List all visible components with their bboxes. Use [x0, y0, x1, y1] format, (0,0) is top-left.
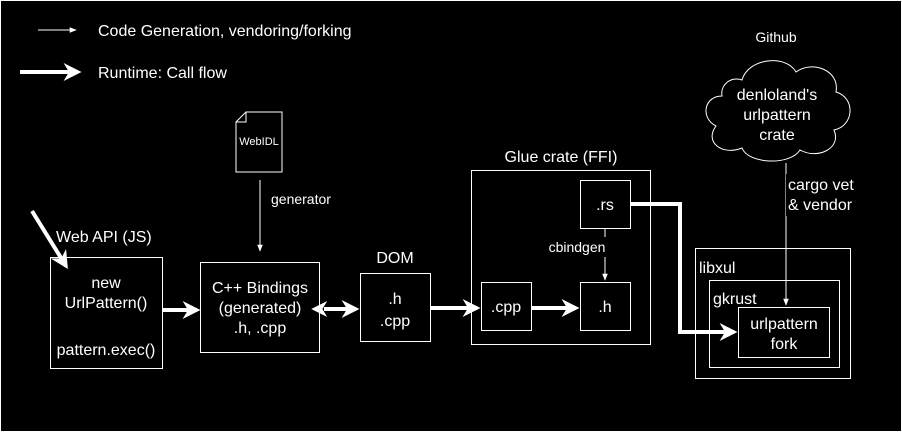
dom-box: DOM .h .cpp — [360, 250, 431, 342]
glue-rs-label: .rs — [596, 197, 614, 214]
dom-rect — [360, 273, 431, 342]
gkrust-title: gkrust — [713, 291, 757, 308]
fork-line-2: fork — [771, 336, 799, 353]
webidl-label: WebIDL — [239, 136, 279, 148]
legend-codegen-label: Code Generation, vendoring/forking — [98, 23, 352, 40]
document-fold — [236, 112, 247, 123]
dom-line-2: .cpp — [380, 313, 410, 330]
glue-cpp-label: .cpp — [491, 299, 521, 316]
web-api-box: Web API (JS) new UrlPattern() pattern.ex… — [50, 229, 163, 369]
web-api-title: Web API (JS) — [56, 229, 152, 246]
web-api-line-1: new — [91, 275, 121, 292]
dom-line-1: .h — [388, 291, 401, 308]
web-api-line-4: pattern.exec() — [57, 342, 156, 359]
glue-rect — [471, 170, 651, 345]
legend: Code Generation, vendoring/forking Runti… — [20, 23, 352, 82]
cpp-bindings-box: C++ Bindings (generated) .h, .cpp — [200, 262, 320, 353]
glue-rs-rect — [580, 180, 631, 229]
github-cloud: Github denloland's urlpattern crate — [705, 29, 851, 162]
dom-title: DOM — [376, 250, 413, 267]
glue-cpp-rect — [481, 282, 532, 331]
web-api-rect — [50, 257, 163, 369]
glue-crate-box: Glue crate (FFI) .rs .h .cpp — [471, 149, 651, 345]
gkrust-rect — [709, 280, 840, 368]
cbindgen-label: cbindgen — [549, 239, 606, 255]
cpp-bindings-line-1: C++ Bindings — [212, 280, 308, 297]
web-api-line-2: UrlPattern() — [65, 295, 148, 312]
glue-h-rect — [580, 282, 631, 331]
glue-title: Glue crate (FFI) — [505, 149, 618, 166]
cargo-vet-label-bg — [786, 174, 866, 216]
glue-h-label: .h — [598, 299, 611, 316]
cpp-bindings-line-3: .h, .cpp — [234, 320, 287, 337]
cbindgen-label-bg — [538, 237, 616, 257]
libxul-title: libxul — [699, 260, 735, 277]
webidl-document: WebIDL — [235, 111, 283, 173]
cpp-bindings-line-2: (generated) — [219, 300, 302, 317]
entry-call-arrow — [30, 209, 68, 270]
cargo-vet-line-2: & vendor — [788, 197, 853, 214]
cloud-line-1: denloland's — [737, 87, 817, 104]
generator-label: generator — [271, 191, 331, 207]
cloud-shape — [705, 60, 851, 162]
document-icon — [235, 111, 283, 173]
cargo-vet-line-1: cargo vet — [788, 177, 854, 194]
fork-rect — [738, 307, 830, 358]
libxul-box: libxul gkrust urlpattern fork — [695, 248, 851, 379]
fork-line-1: urlpattern — [750, 316, 818, 333]
rs-to-fork-arrow — [631, 202, 738, 341]
cloud-line-3: crate — [759, 127, 795, 144]
cloud-line-2: urlpattern — [743, 107, 811, 124]
libxul-rect — [695, 248, 851, 379]
legend-runtime-label: Runtime: Call flow — [98, 65, 227, 82]
github-label: Github — [755, 29, 796, 45]
